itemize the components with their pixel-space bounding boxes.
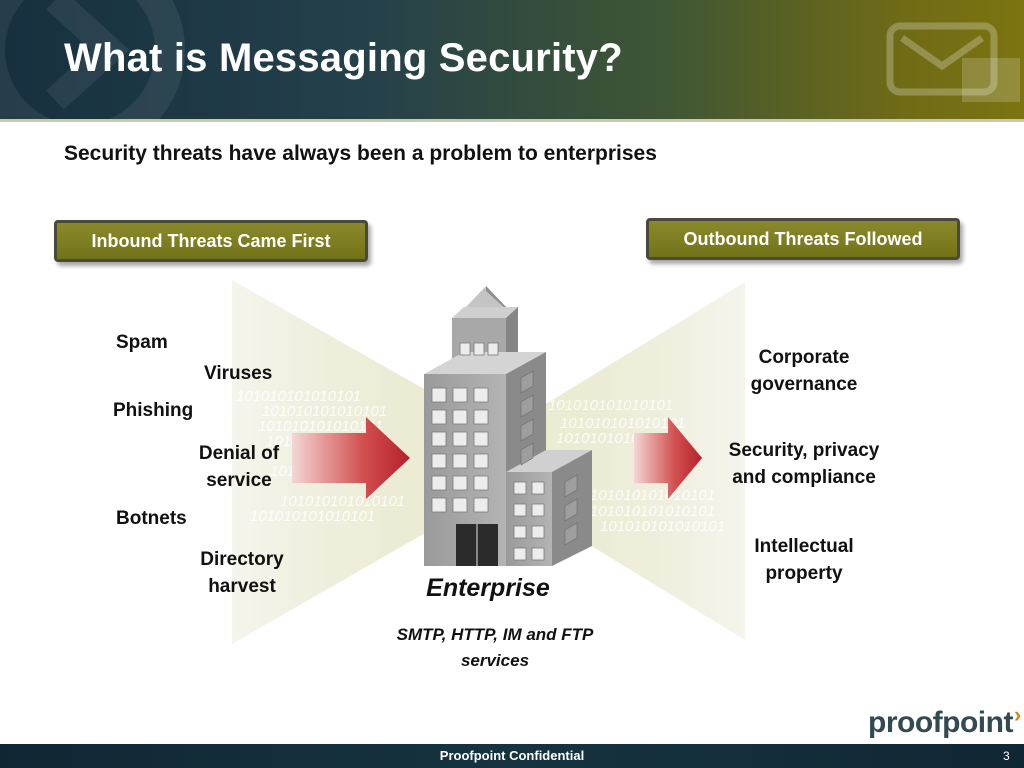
footer-bar: Proofpoint Confidential 3 [0, 744, 1024, 768]
binary-text: 101010101010101 [590, 503, 715, 520]
proofpoint-logo: proofpoint› [868, 702, 1021, 740]
building-icon [424, 286, 592, 566]
threat-label-line: and compliance [732, 467, 876, 488]
binary-text: 101010101010101 [280, 493, 405, 510]
services-line: SMTP, HTTP, IM and FTP [396, 625, 594, 644]
outbound-arrow-icon [634, 417, 702, 499]
footer-confidential: Proofpoint Confidential [439, 748, 585, 763]
threat-directory-harvest: Directory harvest [186, 546, 298, 600]
envelope-icon [886, 22, 1020, 102]
binary-text: 101010101010101 [258, 418, 383, 435]
header-divider [0, 119, 1024, 122]
page-number: 3 [1003, 749, 1010, 763]
binary-text: 101010101010101 [600, 518, 725, 535]
binary-text: 101010101010101 [262, 403, 387, 420]
threat-label-line: Directory [200, 549, 284, 570]
slide-subtitle: Security threats have always been a prob… [64, 142, 657, 165]
threat-label-line: property [765, 563, 843, 584]
title-bar: What is Messaging Security? [0, 0, 1024, 122]
inbound-arrow-icon [292, 417, 410, 499]
threat-label-line: Corporate [758, 347, 850, 368]
enterprise-services: SMTP, HTTP, IM and FTP services [350, 622, 640, 674]
threat-denial-of-service: Denial of service [182, 440, 296, 494]
slide-title: What is Messaging Security? [64, 36, 623, 80]
threat-label-line: Intellectual [754, 536, 854, 557]
decorative-arrow-icon [0, 0, 185, 122]
binary-text: 101010101010101 [250, 508, 375, 525]
threat-spam: Spam [116, 332, 168, 353]
binary-text: 101010101010101 [590, 487, 715, 504]
logo-text: proofpoint [868, 706, 1013, 739]
threat-viruses: Viruses [204, 363, 273, 384]
threat-label-line: governance [750, 374, 858, 395]
threat-phishing: Phishing [113, 400, 194, 421]
outbound-cone [500, 282, 745, 640]
threat-intellectual-property: Intellectual property [704, 533, 904, 587]
threat-botnets: Botnets [116, 508, 187, 529]
binary-text: 101010101010101 [560, 415, 685, 432]
outbound-threats-heading: Outbound Threats Followed [646, 218, 960, 260]
binary-text: 101010101010101 [548, 397, 673, 414]
inbound-threats-heading: Inbound Threats Came First [54, 220, 368, 262]
binary-text: 101010101010101 [236, 388, 361, 405]
services-line: services [460, 651, 530, 670]
threat-corporate-governance: Corporate governance [704, 344, 904, 398]
threat-label-line: service [206, 470, 272, 491]
threat-label-line: Security, privacy [728, 440, 880, 461]
threat-label-line: Denial of [198, 443, 280, 464]
logo-chevron-icon: › [1013, 702, 1021, 727]
enterprise-label: Enterprise [426, 574, 550, 602]
threat-security-privacy-compliance: Security, privacy and compliance [700, 437, 908, 491]
threat-label-line: harvest [208, 576, 276, 597]
